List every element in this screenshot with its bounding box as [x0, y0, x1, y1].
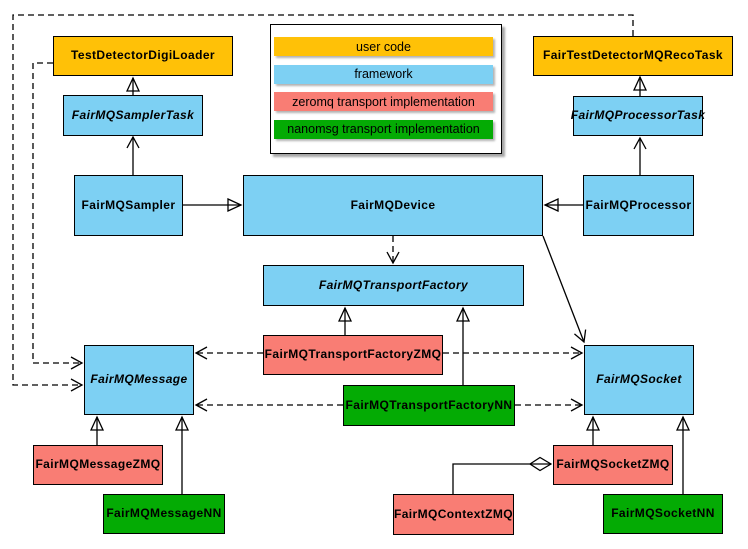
node-testdetectordigiloader: TestDetectorDigiLoader	[53, 36, 233, 76]
legend-item-user-code: user code	[274, 37, 493, 57]
edge-device-socket	[542, 235, 587, 344]
node-fairmqdevice: FairMQDevice	[243, 175, 543, 236]
legend: user code framework zeromq transport imp…	[270, 24, 502, 154]
node-fairmqprocessortask: FairMQProcessorTask	[571, 96, 705, 136]
node-fairmqsocket: FairMQSocket	[584, 345, 694, 415]
edge-contextzmq-socketzmq	[452, 464, 551, 494]
node-fairmqsamplertask: FairMQSamplerTask	[63, 95, 203, 136]
edge-digiloader-message	[32, 62, 84, 370]
node-fairmqsocketzmq: FairMQSocketZMQ	[553, 445, 673, 485]
node-fairmqprocessor: FairMQProcessor	[583, 175, 694, 236]
edge-recotask-message	[12, 14, 634, 392]
node-fairmqmessagezmq: FairMQMessageZMQ	[33, 445, 163, 485]
node-fairmqsocketnn: FairMQSocketNN	[603, 494, 723, 534]
node-fairtestdetectormqrecotask: FairTestDetectorMQRecoTask	[533, 36, 733, 76]
legend-item-nanomsg: nanomsg transport implementation	[274, 119, 493, 139]
legend-item-zeromq: zeromq transport implementation	[274, 92, 493, 112]
node-fairmqtransportfactorynn: FairMQTransportFactoryNN	[343, 385, 515, 426]
node-fairmqtransportfactory: FairMQTransportFactory	[263, 265, 524, 306]
node-fairmqmessage: FairMQMessage	[84, 345, 194, 415]
node-fairmqtransportfactoryzmq: FairMQTransportFactoryZMQ	[263, 335, 443, 375]
node-fairmqsampler: FairMQSampler	[74, 175, 183, 236]
node-fairmqmessagenn: FairMQMessageNN	[103, 494, 225, 534]
legend-item-framework: framework	[274, 64, 493, 84]
node-fairmqcontextzmq: FairMQContextZMQ	[393, 494, 514, 535]
